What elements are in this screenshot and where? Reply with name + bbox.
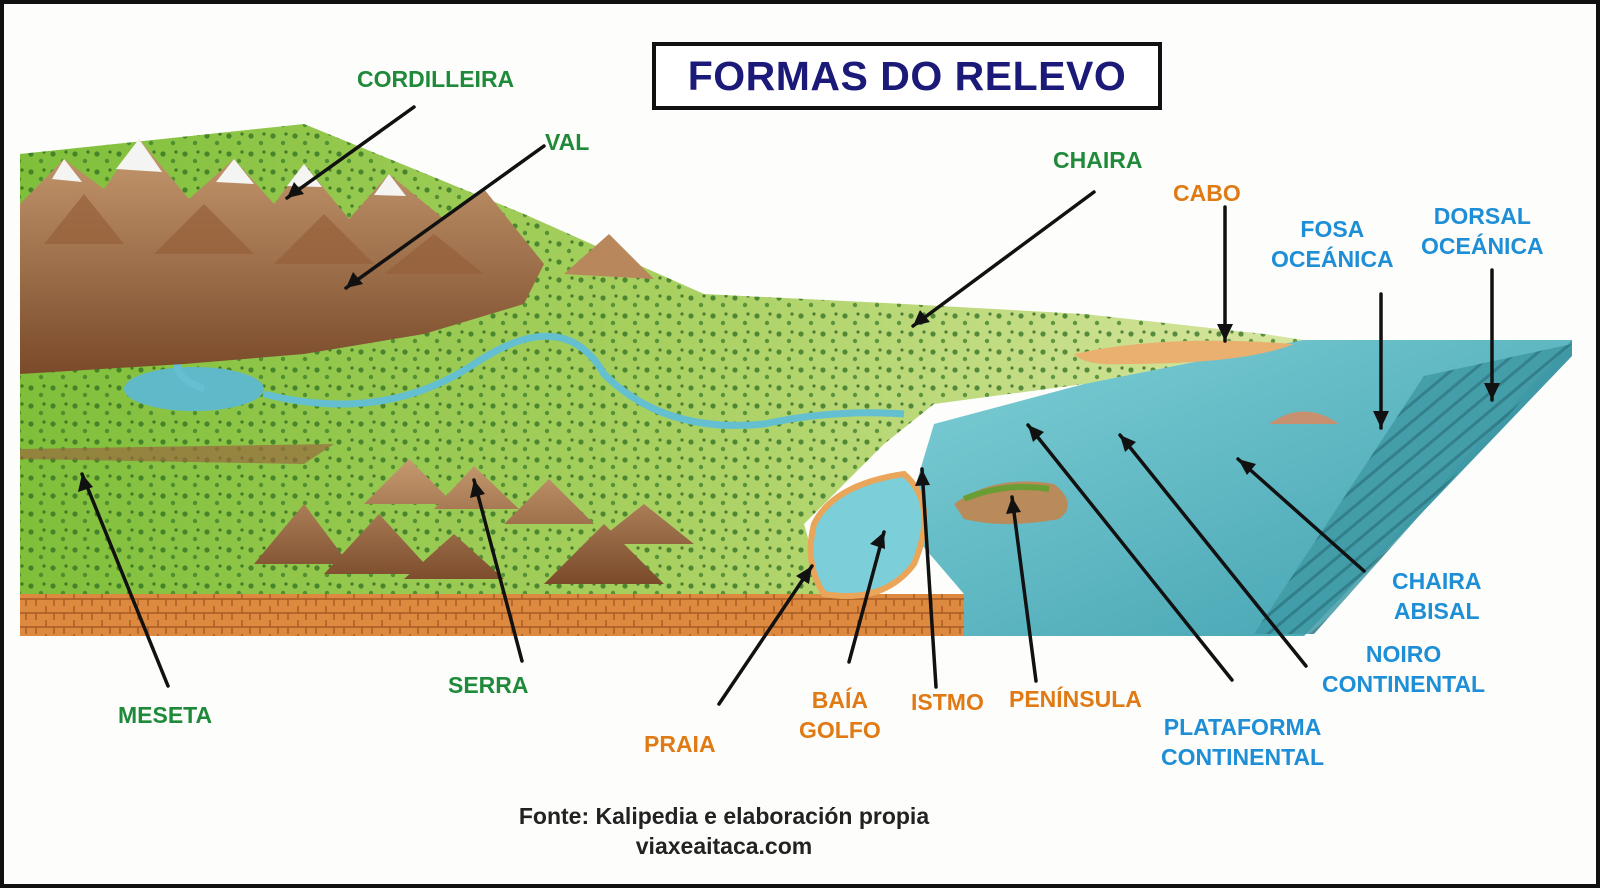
arrow-meseta — [80, 472, 170, 688]
arrow-baia — [847, 530, 886, 664]
label-cordilleira: CORDILLEIRA — [357, 66, 515, 92]
label-golfo: GOLFO — [799, 717, 881, 743]
label-plataforma-continental: PLATAFORMA CONTINENTAL — [1161, 712, 1324, 772]
label-chaira-abisal-line1: CHAIRA — [1392, 568, 1482, 594]
arrow-serra — [472, 478, 524, 663]
abyssal-ridges — [1254, 344, 1572, 634]
seamount — [1269, 411, 1339, 424]
label-noiro-continental: NOIRO CONTINENTAL — [1322, 639, 1485, 699]
label-fosa-line2: OCEÁNICA — [1271, 246, 1394, 272]
arrow-val — [344, 144, 546, 290]
crust-section — [20, 594, 964, 636]
label-dorsal-line1: DORSAL — [1433, 203, 1531, 229]
label-chaira: CHAIRA — [1053, 147, 1143, 173]
label-fosa-oceanica: FOSA OCEÁNICA — [1271, 214, 1394, 274]
arrow-chaira-abisal — [1236, 457, 1366, 573]
serra-hills — [254, 459, 694, 584]
title-box: FORMAS DO RELEVO — [652, 42, 1162, 110]
label-noiro-line1: NOIRO — [1365, 641, 1442, 667]
label-baia-golfo: BAÍA GOLFO — [799, 685, 881, 745]
label-baia: BAÍA — [811, 687, 868, 713]
label-peninsula: PENÍNSULA — [1009, 686, 1142, 712]
source-line-2: viaxeaitaca.com — [635, 833, 813, 859]
arrowheads — [78, 182, 1500, 584]
arrow-cordilleira — [285, 105, 416, 200]
label-serra: SERRA — [448, 672, 529, 698]
bay-water — [807, 470, 928, 599]
label-istmo: ISTMO — [911, 689, 984, 715]
arrow-noiro — [1118, 433, 1308, 668]
label-meseta: MESETA — [118, 702, 213, 728]
lake — [124, 367, 264, 411]
source-line-1: Fonte: Kalipedia e elaboración propia — [518, 803, 930, 829]
arrows — [80, 105, 1494, 706]
arrow-chaira — [911, 190, 1096, 328]
cape-land — [1074, 340, 1294, 365]
meseta-edge — [20, 444, 334, 464]
arrow-plataforma — [1026, 423, 1234, 682]
arrow-peninsula — [1010, 495, 1038, 683]
label-plataforma-line1: PLATAFORMA — [1163, 714, 1322, 740]
label-noiro-line2: CONTINENTAL — [1322, 671, 1486, 697]
label-val: VAL — [545, 129, 590, 155]
label-cabo: CABO — [1173, 180, 1241, 206]
label-chaira-abisal: CHAIRA ABISAL — [1392, 566, 1481, 626]
arrow-istmo — [920, 467, 938, 689]
cordillera-mountains — [20, 139, 654, 374]
label-dorsal-oceanica: DORSAL OCEÁNICA — [1421, 201, 1544, 261]
label-chaira-abisal-line2: ABISAL — [1393, 598, 1480, 624]
relief-illustration — [20, 105, 1572, 706]
diagram-title: FORMAS DO RELEVO — [687, 52, 1127, 99]
source-credit: Fonte: Kalipedia e elaboración propia vi… — [424, 801, 1024, 861]
label-fosa-line1: FOSA — [1300, 216, 1365, 242]
label-praia: PRAIA — [644, 731, 716, 757]
label-dorsal-line2: OCEÁNICA — [1421, 233, 1544, 259]
label-plataforma-line2: CONTINENTAL — [1161, 744, 1325, 770]
arrow-praia — [717, 564, 814, 706]
